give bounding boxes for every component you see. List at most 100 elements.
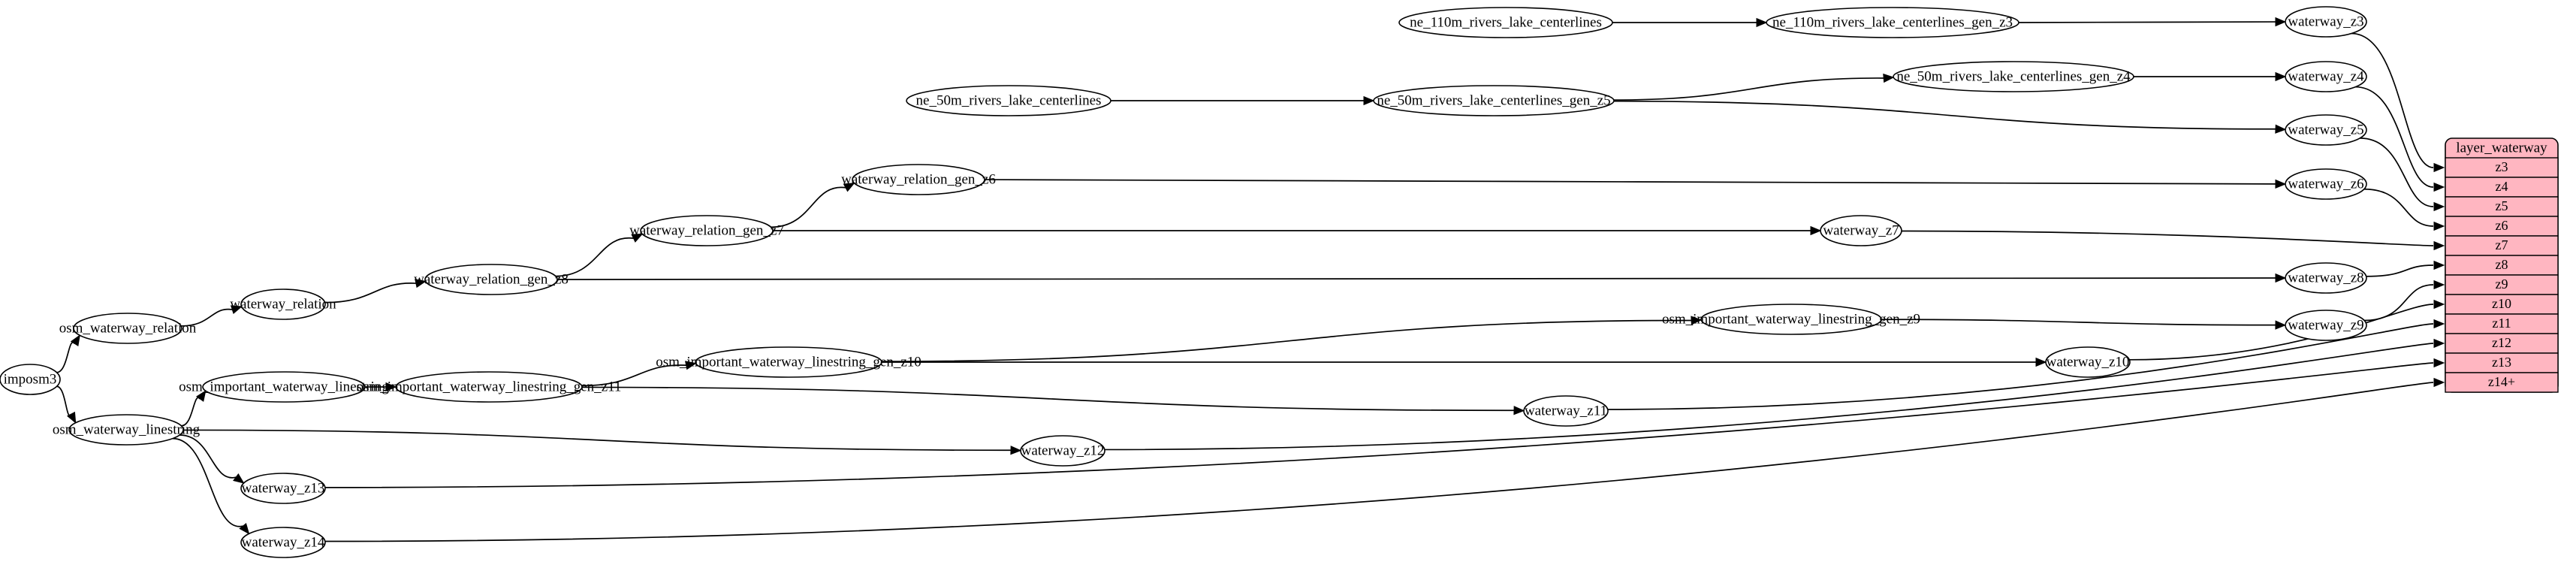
node-shape bbox=[2045, 346, 2131, 378]
node-label: waterway_relation bbox=[230, 296, 336, 312]
edge-waterway_relation_gen_z7-to-waterway_relation_gen_z6 bbox=[771, 186, 846, 228]
edge-waterway_relation-to-waterway_relation_gen_z8 bbox=[324, 282, 416, 304]
layer-waterway-row-z14plus[interactable] bbox=[2445, 372, 2559, 393]
node-ne_50m_rivers_lake_centerlines[interactable]: ne_50m_rivers_lake_centerlines bbox=[906, 85, 1112, 116]
node-waterway_z12[interactable]: waterway_z12 bbox=[1020, 435, 1106, 467]
node-shape bbox=[695, 346, 882, 378]
node-ne_50m_rivers_lake_centerlines_gen_z5[interactable]: ne_50m_rivers_lake_centerlines_gen_z5 bbox=[1373, 85, 1615, 116]
node-osm_important_waterway_linestring_gen_z11[interactable]: osm_important_waterway_linestring_gen_z1… bbox=[357, 371, 622, 403]
node-osm_waterway_relation[interactable]: osm_waterway_relation bbox=[59, 313, 197, 344]
node-waterway_relation_gen_z7[interactable]: waterway_relation_gen_z7 bbox=[629, 215, 784, 246]
layer-waterway-row-label: z14+ bbox=[2488, 374, 2515, 389]
edge-arrowhead bbox=[2035, 357, 2047, 367]
edge-arrowhead bbox=[415, 279, 427, 289]
node-waterway_z5[interactable]: waterway_z5 bbox=[2285, 114, 2367, 146]
node-ne_50m_rivers_lake_centerlines_gen_z4[interactable]: ne_50m_rivers_lake_centerlines_gen_z4 bbox=[1893, 61, 2134, 92]
node-ne_110m_rivers_lake_centerlines_gen_z3[interactable]: ne_110m_rivers_lake_centerlines_gen_z3 bbox=[1766, 7, 2019, 38]
node-label: ne_50m_rivers_lake_centerlines bbox=[916, 92, 1102, 108]
edge-osm_waterway_linestring-to-waterway_z14 bbox=[172, 437, 243, 527]
layer-waterway-row-z5[interactable] bbox=[2445, 196, 2559, 217]
edge-imposm3-to-osm_waterway_linestring bbox=[56, 385, 72, 416]
edge-waterway_z13-to-layer_waterway-z13 bbox=[324, 362, 2434, 488]
layer-waterway-row-z4[interactable] bbox=[2445, 177, 2559, 198]
node-shape bbox=[1700, 304, 1882, 335]
node-osm_important_waterway_linestring[interactable]: osm_important_waterway_linestring bbox=[179, 371, 389, 403]
node-osm_waterway_linestring[interactable]: osm_waterway_linestring bbox=[53, 414, 201, 446]
edge-arrowhead bbox=[2433, 279, 2445, 290]
edge-arrowhead bbox=[2433, 299, 2445, 310]
layer-waterway-table-title: layer_waterway bbox=[2456, 140, 2547, 156]
node-shape bbox=[1820, 215, 1902, 246]
layer-waterway-row-z10[interactable] bbox=[2445, 294, 2559, 315]
edge-arrowhead bbox=[1756, 17, 1768, 28]
node-shape bbox=[240, 473, 326, 504]
node-waterway_relation[interactable]: waterway_relation bbox=[230, 289, 336, 320]
node-waterway_z6[interactable]: waterway_z6 bbox=[2285, 168, 2367, 200]
edge-arrowhead bbox=[2433, 221, 2445, 231]
node-waterway_relation_gen_z8[interactable]: waterway_relation_gen_z8 bbox=[414, 264, 569, 295]
edge-arrowhead bbox=[2433, 338, 2445, 349]
node-shape bbox=[2285, 6, 2367, 38]
node-shape bbox=[2285, 61, 2367, 92]
edge-arrowhead bbox=[66, 411, 77, 424]
layer-waterway-row-z11[interactable] bbox=[2445, 313, 2559, 334]
node-label: ne_50m_rivers_lake_centerlines_gen_z5 bbox=[1377, 92, 1610, 108]
node-waterway_z9[interactable]: waterway_z9 bbox=[2285, 310, 2367, 341]
node-waterway_z11[interactable]: waterway_z11 bbox=[1523, 395, 1609, 427]
edge-osm_important_waterway_linestring_gen_z10-to-osm_important_waterway_linestring_gen_z9 bbox=[881, 319, 1692, 362]
node-label: waterway_z10 bbox=[2047, 354, 2130, 370]
node-shape bbox=[852, 164, 985, 195]
node-label: ne_110m_rivers_lake_centerlines_gen_z3 bbox=[1772, 14, 2013, 30]
edge-arrowhead bbox=[1883, 73, 1895, 83]
edge-arrowhead bbox=[2275, 124, 2287, 134]
node-label: waterway_z7 bbox=[1823, 222, 1899, 238]
node-waterway_z8[interactable]: waterway_z8 bbox=[2285, 262, 2367, 294]
edge-waterway_z6-to-layer_waterway-z6 bbox=[2363, 188, 2434, 227]
node-waterway_z3[interactable]: waterway_z3 bbox=[2285, 6, 2367, 38]
layer-waterway-row-label: z9 bbox=[2496, 276, 2508, 292]
node-label: waterway_z13 bbox=[242, 480, 325, 496]
node-shape bbox=[1893, 61, 2134, 92]
node-ne_110m_rivers_lake_centerlines[interactable]: ne_110m_rivers_lake_centerlines bbox=[1398, 7, 1613, 38]
edge-arrowhead bbox=[1691, 316, 1703, 325]
node-label: waterway_relation_gen_z6 bbox=[841, 171, 996, 187]
layer-waterway-row-z12[interactable] bbox=[2445, 333, 2559, 354]
node-osm_important_waterway_linestring_gen_z10[interactable]: osm_important_waterway_linestring_gen_z1… bbox=[656, 346, 922, 378]
layer-waterway-row-z6[interactable] bbox=[2445, 216, 2559, 237]
edge-arrowhead bbox=[2433, 201, 2445, 212]
node-waterway_z14[interactable]: waterway_z14 bbox=[240, 527, 326, 558]
layer-waterway-row-label: z10 bbox=[2492, 296, 2511, 311]
edge-waterway_z8-to-layer_waterway-z8 bbox=[2366, 264, 2434, 277]
layer-waterway-row-label: z5 bbox=[2496, 198, 2508, 213]
node-shape bbox=[395, 371, 583, 403]
edge-arrowhead bbox=[1810, 225, 1822, 236]
node-imposm3[interactable]: imposm3 bbox=[0, 364, 61, 395]
node-waterway_z10[interactable]: waterway_z10 bbox=[2045, 346, 2131, 378]
node-label: waterway_z14 bbox=[242, 534, 325, 550]
node-label: waterway_z12 bbox=[1021, 443, 1105, 458]
layer-waterway-row-label: z8 bbox=[2496, 257, 2508, 272]
edge-arrowhead bbox=[2275, 17, 2287, 27]
edge-waterway_z9-to-layer_waterway-z9 bbox=[2364, 284, 2434, 322]
edge-arrowhead bbox=[230, 305, 243, 315]
node-shape bbox=[1766, 7, 2019, 38]
node-osm_important_waterway_linestring_gen_z9[interactable]: osm_important_waterway_linestring_gen_z9 bbox=[1662, 304, 1920, 335]
edge-arrowhead bbox=[385, 382, 397, 392]
layer-waterway-row-z7[interactable] bbox=[2445, 235, 2559, 256]
node-waterway_z7[interactable]: waterway_z7 bbox=[1820, 215, 1902, 246]
node-label: osm_waterway_relation bbox=[59, 320, 197, 336]
edge-ne_110m_rivers_lake_centerlines_gen_z3-to-waterway_z3 bbox=[2018, 21, 2276, 23]
node-waterway_z13[interactable]: waterway_z13 bbox=[240, 473, 326, 504]
node-label: ne_110m_rivers_lake_centerlines bbox=[1410, 14, 1602, 30]
node-shape bbox=[1020, 435, 1106, 467]
edge-arrowhead bbox=[2275, 273, 2287, 283]
edge-waterway_z4-to-layer_waterway-z4 bbox=[2355, 86, 2434, 188]
layer-waterway-row-z3[interactable] bbox=[2445, 157, 2559, 178]
edge-arrowhead bbox=[1513, 406, 1525, 415]
node-label: waterway_z8 bbox=[2288, 270, 2363, 286]
node-shape bbox=[906, 85, 1112, 116]
node-label: imposm3 bbox=[4, 371, 57, 387]
layer-waterway-row-label: z7 bbox=[2496, 237, 2508, 252]
node-waterway_relation_gen_z6[interactable]: waterway_relation_gen_z6 bbox=[841, 164, 996, 195]
node-waterway_z4[interactable]: waterway_z4 bbox=[2285, 61, 2367, 92]
